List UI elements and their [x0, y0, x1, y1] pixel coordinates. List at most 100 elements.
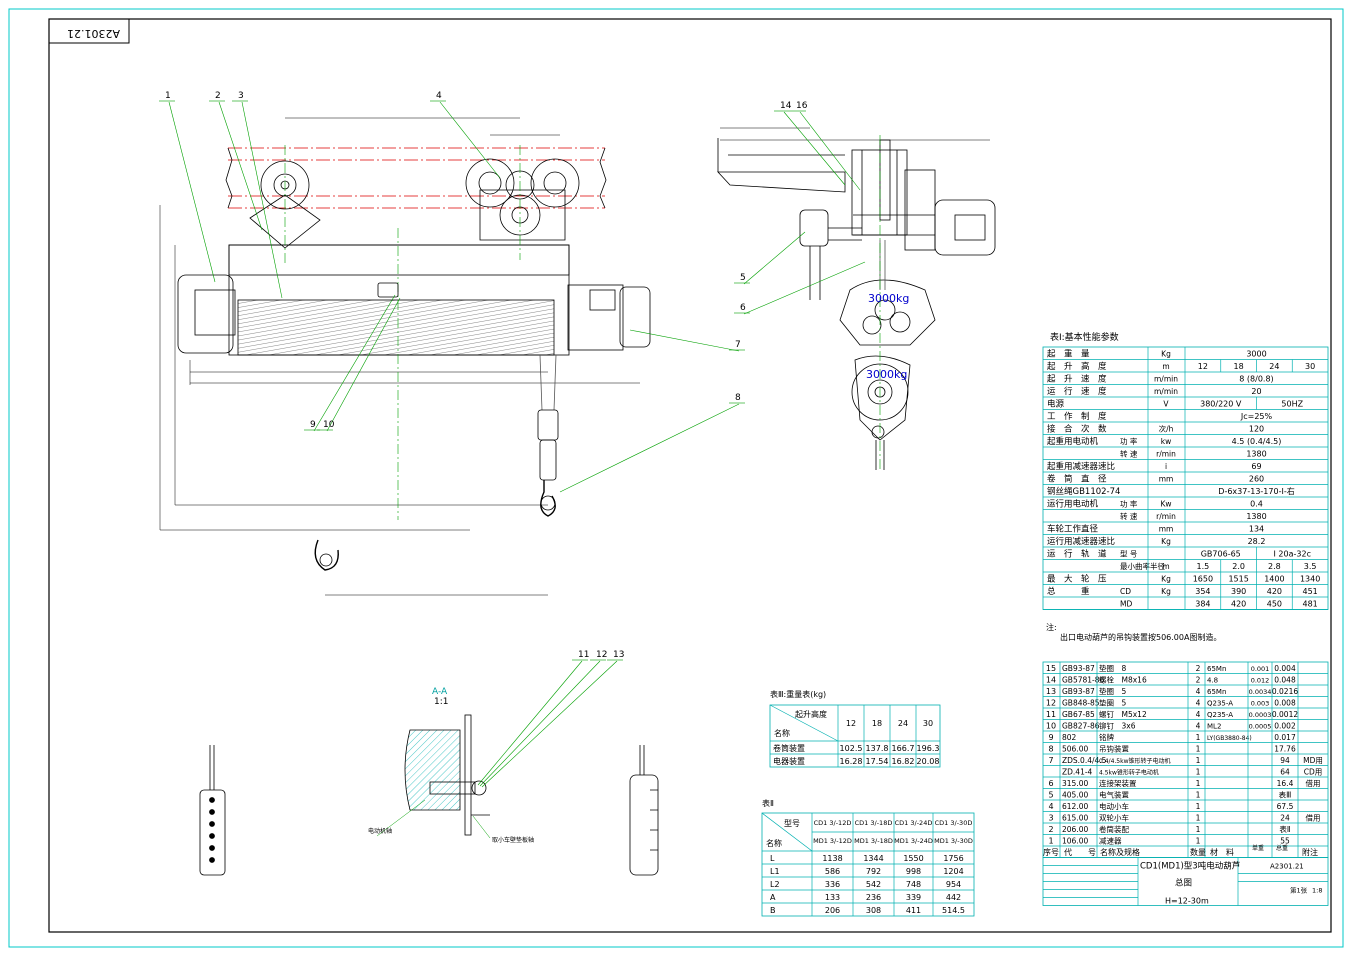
perf-row-value: 1340	[1300, 575, 1320, 584]
perf-row-unit: mm	[1159, 475, 1174, 484]
bom-remark: 借用	[1306, 778, 1321, 788]
perf-row-name: 运 行 轨 道	[1047, 549, 1107, 560]
section-scale: 1:1	[434, 697, 448, 707]
perf-row-value: 69	[1251, 462, 1261, 471]
perf-row-unit: Kw	[1160, 500, 1171, 509]
perf-row-value: 2.0	[1232, 562, 1245, 571]
perf-row-value: 3000	[1246, 350, 1266, 359]
dim-row-value: 954	[946, 880, 961, 889]
side-view: 3000kg 3000kg	[717, 127, 996, 470]
dim-corner-bottom: 名称	[766, 838, 782, 848]
bom-code: 612.00	[1062, 802, 1088, 811]
weight-height-header: 24	[898, 719, 908, 728]
weight-corner-bottom: 名称	[774, 728, 790, 738]
dim-model-md: MD1 3/-30D	[934, 837, 973, 845]
balloon-label: 7	[735, 340, 741, 350]
dim-row-value: 514.5	[942, 906, 965, 915]
perf-row-sub: CD	[1120, 587, 1131, 596]
dim-model-md: MD1 3/-24D	[894, 837, 933, 845]
perf-row-unit: r/min	[1156, 512, 1176, 521]
perf-row-sub: 型 号	[1120, 550, 1137, 559]
perf-row-unit: 次/h	[1159, 424, 1174, 434]
bom-code: 206.00	[1062, 825, 1088, 834]
bom-weight-total: 64	[1280, 768, 1290, 777]
bom-name: 铭牌	[1099, 732, 1115, 742]
perf-row-unit: mm	[1159, 525, 1174, 534]
weight-row-value: 137.8	[866, 744, 889, 753]
bom-qty: 1	[1196, 733, 1201, 742]
perf-row-value: 354	[1195, 587, 1210, 596]
bom-weight-total: 0.008	[1274, 699, 1296, 708]
balloon-label: 2	[215, 91, 221, 101]
perf-row-unit: m	[1162, 562, 1169, 571]
weight-row-value: 16.28	[840, 757, 863, 766]
bom-name: 卷筒装配	[1099, 824, 1129, 834]
bom-qty: 1	[1196, 779, 1201, 788]
leader-line	[477, 660, 583, 786]
balloon-label: 9	[310, 420, 316, 430]
perf-row-name: 运行用电动机	[1047, 499, 1099, 510]
perf-row-unit: m/min	[1154, 387, 1178, 396]
perf-row-name: 起 升 高 度	[1047, 361, 1107, 372]
bom-material: ML2	[1207, 723, 1221, 731]
dim-row-value: 206	[825, 906, 840, 915]
balloon-label: 16	[796, 101, 808, 111]
perf-row-value: 1650	[1193, 575, 1213, 584]
bom-no: 15	[1046, 664, 1056, 673]
dim-row-value: 1204	[943, 867, 963, 876]
pendant-side	[629, 745, 659, 876]
perf-row-value: 1400	[1264, 575, 1284, 584]
bom-qty: 1	[1196, 745, 1201, 754]
dim-row-value: 792	[866, 867, 881, 876]
weight-row-name: 卷筒装置	[773, 743, 805, 753]
bom-weight-single: 0.001	[1251, 665, 1270, 673]
bom-code: GB93-87	[1062, 687, 1095, 696]
dim-row-name: L	[770, 854, 775, 863]
perf-row-unit: m	[1162, 362, 1169, 371]
bom-qty: 1	[1196, 837, 1201, 846]
bom-name: 双轮小车	[1099, 813, 1129, 823]
bom-material: LY(GB3880-84)	[1207, 735, 1252, 742]
bom-remark: 借用	[1306, 813, 1321, 823]
leader-line	[743, 231, 806, 285]
perf-row-value: 450	[1267, 600, 1282, 609]
outer-frame	[8, 8, 1344, 948]
perf-row-unit: Kg	[1161, 587, 1171, 596]
balloon-label: 14	[780, 101, 792, 111]
leader-line	[629, 329, 740, 352]
perf-row-name: 起重用电动机	[1047, 436, 1099, 447]
bom-weight-single: 0.012	[1251, 677, 1270, 685]
perf-row-unit: Kg	[1161, 350, 1171, 359]
bom-code: 615.00	[1062, 814, 1088, 823]
perf-row-value: 24	[1269, 362, 1279, 371]
table-rule	[769, 704, 839, 742]
bom-remark: MD用	[1303, 756, 1323, 765]
bom-no: 1	[1048, 837, 1053, 846]
bom-no: 3	[1048, 814, 1053, 823]
sheet-number: 第1张	[1290, 886, 1308, 895]
perf-row-value: 20	[1251, 387, 1261, 396]
bom-weight-total: 表Ⅲ	[1279, 790, 1292, 800]
note-head: 注:	[1046, 622, 1057, 632]
bom-weight-total: 0.0216	[1272, 687, 1298, 696]
weight-row-value: 20.08	[917, 757, 940, 766]
dim-row-value: 411	[906, 906, 921, 915]
bom-qty: 4	[1196, 710, 1201, 719]
bom-qty: 1	[1196, 814, 1201, 823]
bom-header-name: 名称及规格	[1100, 847, 1140, 857]
leader-line	[481, 660, 618, 788]
table-performance-title: 表Ⅰ:基本性能参数	[1050, 331, 1119, 343]
bom-no: 7	[1048, 756, 1053, 765]
bom-no: 8	[1048, 745, 1053, 754]
bom-weight-total: 0.017	[1274, 733, 1296, 742]
leader-line	[559, 403, 740, 493]
balloon-label: 11	[578, 650, 589, 660]
perf-row-name: 起 重 量	[1047, 349, 1090, 360]
bom-no: 11	[1046, 710, 1056, 719]
dim-model-md: MD1 3/-18D	[854, 837, 893, 845]
bom-weight-total: 0.0012	[1272, 710, 1298, 719]
dim-row-value: 748	[906, 880, 921, 889]
perf-row-value: 50HZ	[1281, 400, 1303, 409]
